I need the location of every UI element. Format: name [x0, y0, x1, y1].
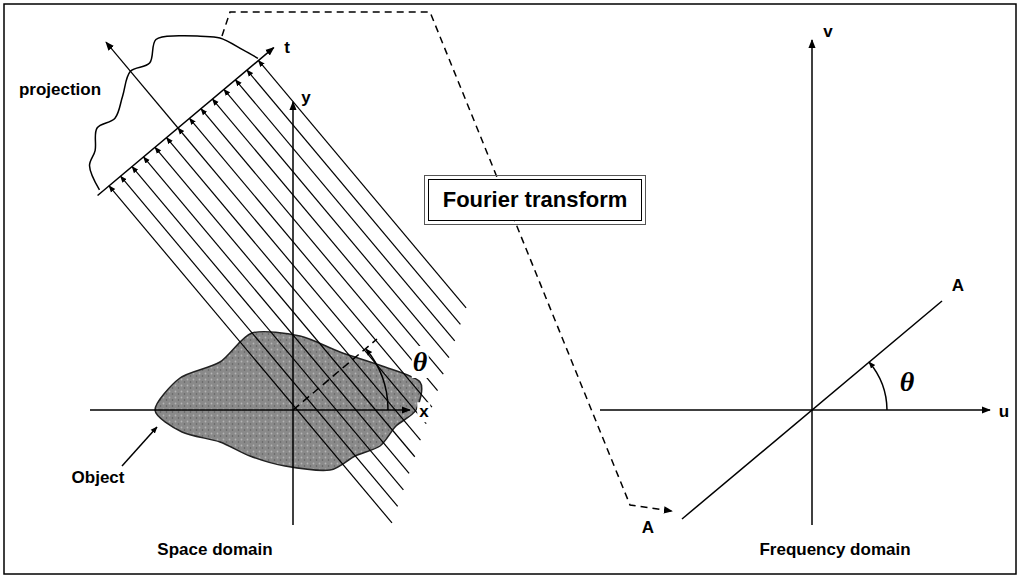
- u-axis: [600, 409, 990, 411]
- transform-path: [222, 12, 672, 511]
- v-axis: [811, 40, 813, 525]
- frame: [4, 4, 1016, 574]
- t-axis: [98, 48, 274, 196]
- box-label: Fourier transform: [443, 187, 628, 213]
- ray: [132, 167, 403, 490]
- ray: [235, 80, 454, 341]
- ray: [178, 128, 426, 424]
- x-axis: [90, 409, 410, 411]
- projection-rays: [109, 60, 466, 522]
- panel-title: Space domain: [155, 540, 274, 560]
- angle-label: θ: [412, 346, 429, 378]
- axis-label: u: [997, 402, 1011, 422]
- axis-label: t: [282, 38, 292, 58]
- y-axis: [292, 102, 294, 525]
- angle-label: θ: [899, 366, 916, 398]
- slice-line: [682, 301, 942, 519]
- annotation: projection: [17, 80, 103, 100]
- ray: [189, 118, 431, 407]
- ray: [109, 186, 392, 523]
- point-label: A: [950, 276, 966, 296]
- ray: [201, 109, 438, 391]
- angle-arc: [869, 362, 887, 410]
- axis-label: x: [417, 402, 430, 422]
- leader-line: [122, 427, 157, 466]
- ray: [224, 89, 449, 357]
- angle-line: [293, 339, 377, 410]
- transform-box: Fourier transform: [428, 179, 643, 221]
- panel-title: Frequency domain: [757, 540, 912, 560]
- ray: [212, 99, 443, 374]
- angle-arc: [366, 349, 388, 410]
- ray: [144, 157, 410, 473]
- part-label: Object: [70, 468, 127, 488]
- ray: [121, 176, 398, 506]
- axis-label: v: [821, 22, 834, 42]
- axis-label: y: [299, 88, 312, 108]
- point-label: A: [640, 518, 656, 538]
